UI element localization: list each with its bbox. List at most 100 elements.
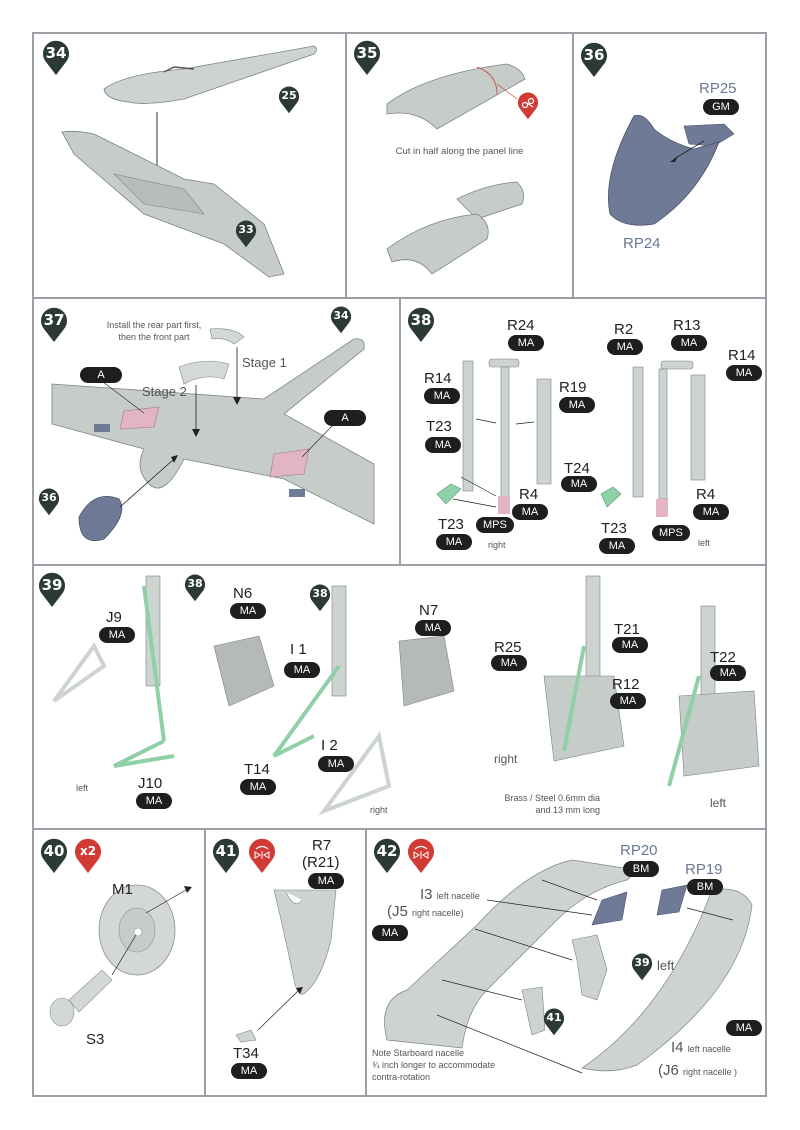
side-label-left: left (698, 538, 711, 548)
mps-tag: MPS (652, 525, 690, 541)
side-label-left: left (76, 783, 89, 793)
part-id: R2 (614, 321, 634, 338)
ref-39-side-label: left (657, 958, 675, 973)
step-number-badge: 35 (353, 40, 381, 76)
paint-tag: MA (318, 756, 354, 772)
part-id-i3: I3 left nacelle (420, 886, 480, 903)
part-id: N6 (233, 585, 253, 602)
marker-a-left: A (80, 367, 122, 383)
col-divider-35-36 (572, 32, 574, 297)
part-id-r7: R7 (312, 837, 332, 854)
ref-step-badge: 34 (330, 306, 352, 334)
row-divider-2 (32, 564, 767, 566)
ref-step-badge: 41 (543, 1008, 565, 1036)
cut-instruction: Cut in half along the panel line (395, 146, 524, 157)
scissors-icon (521, 97, 535, 109)
step-number-badge: 37 (40, 307, 68, 343)
gear-door-illustration (235, 889, 337, 1043)
part-id-t34: T34 (233, 1045, 259, 1062)
part-id: R25 (494, 639, 522, 656)
part-id: R4 (696, 486, 716, 503)
part-id: J9 (106, 609, 122, 626)
mirror-badge (248, 838, 276, 874)
step-number-badge: 36 (580, 42, 608, 78)
paint-tag: MA (240, 779, 276, 795)
paint-tag: MA (612, 637, 648, 653)
paint-tag: MA (726, 365, 762, 381)
paint-tag: MA (671, 335, 707, 351)
fuselage-and-wing-illustration (61, 45, 317, 278)
step-34-panel: 34 25 33 (34, 34, 345, 297)
side-label-right: right (488, 540, 506, 550)
part-id: I 2 (321, 737, 338, 754)
mps-tag: MPS (476, 517, 514, 533)
paint-tag: MA (425, 437, 461, 453)
step-36-panel: 36 RP25 GM RP24 (574, 34, 765, 297)
ref-step-badge: 33 (235, 220, 257, 248)
paint-tag: MA (508, 335, 544, 351)
nose-cone-illustration (608, 114, 735, 226)
ref-step-badge: 25 (278, 86, 300, 114)
marker-a-right: A (324, 410, 366, 426)
row-divider-3 (32, 828, 767, 830)
step-number-badge: 34 (42, 40, 70, 76)
aircraft-assembly-illustration (51, 328, 375, 542)
cut-alert-badge (517, 92, 539, 120)
step-number-badge: 39 (38, 572, 66, 608)
side-label-right: right (494, 752, 518, 766)
paint-tag: MA (491, 655, 527, 671)
part-id-rp25: RP25 (699, 80, 737, 97)
part-id: T21 (614, 621, 640, 638)
step-number-badge: 38 (407, 307, 435, 343)
part-id-m1: M1 (112, 881, 133, 898)
part-id-rp20: RP20 (620, 842, 658, 859)
panel-cut-illustration (386, 63, 526, 275)
step-number-badge: 41 (212, 838, 240, 874)
part-id-j6: (J6 right nacelle ) (658, 1062, 738, 1079)
part-id: I 1 (290, 641, 307, 658)
step-38-panel: 38 R24 MA R14 MA R19 MA T23 MA R4 MA T23… (401, 299, 765, 564)
stage-2-label: Stage 2 (142, 384, 187, 399)
install-order-note: Install the rear part first, then the fr… (106, 320, 202, 342)
step-35-panel: 35 Cut in half along the panel line (347, 34, 572, 297)
part-id: R12 (612, 676, 640, 693)
step-42-panel: 42 RP20 BM RP19 BM I3 left nacelle (J5 r… (367, 830, 765, 1095)
part-id: J10 (138, 775, 163, 792)
side-label-left: left (710, 796, 727, 810)
part-id: T22 (710, 649, 736, 666)
quantity-badge: x2 (74, 838, 102, 874)
paint-tag: MA (512, 504, 548, 520)
part-id-j5: (J5 right nacelle) (387, 903, 464, 920)
paint-tag: MA (710, 665, 746, 681)
part-id-i4: I4 left nacelle (671, 1039, 731, 1056)
step-37-panel: 37 34 36 Install the rear part first, th… (34, 299, 399, 564)
part-id: R14 (728, 347, 756, 364)
part-id: R19 (559, 379, 587, 396)
col-divider-37-38 (399, 297, 401, 564)
mirror-badge (407, 838, 435, 874)
paint-tag-bm: BM (687, 879, 723, 895)
part-id: T14 (244, 761, 270, 778)
stage-1-label: Stage 1 (242, 355, 287, 370)
part-id: R14 (424, 370, 452, 387)
paint-tag: MA (610, 693, 646, 709)
col-divider-40-41 (204, 828, 206, 1097)
part-id: T23 (601, 520, 627, 537)
paint-tag-ma: MA (726, 1020, 762, 1036)
paint-tag: MA (607, 339, 643, 355)
step-41-panel: 41 R7 (R21) MA T34 MA (206, 830, 365, 1095)
ref-step-badge: 39 (631, 953, 653, 981)
paint-tag-gm: GM (703, 99, 739, 115)
part-id-s3: S3 (86, 1031, 105, 1048)
part-id: T24 (564, 460, 590, 477)
side-label-right: right (370, 805, 388, 815)
step-40-panel: 40 x2 M1 S3 (34, 830, 204, 1095)
part-id-rp24: RP24 (623, 235, 661, 252)
step-number-badge: 42 (373, 838, 401, 874)
part-alt-r21: (R21) (302, 854, 340, 871)
paint-tag-ma: MA (372, 925, 408, 941)
paint-tag: MA (136, 793, 172, 809)
starboard-nacelle-note: Note Starboard nacelle ¾ inch longer to … (372, 1048, 496, 1082)
wheel-and-axle-illustration (49, 884, 192, 1027)
ref-step-badge: 36 (38, 488, 60, 516)
